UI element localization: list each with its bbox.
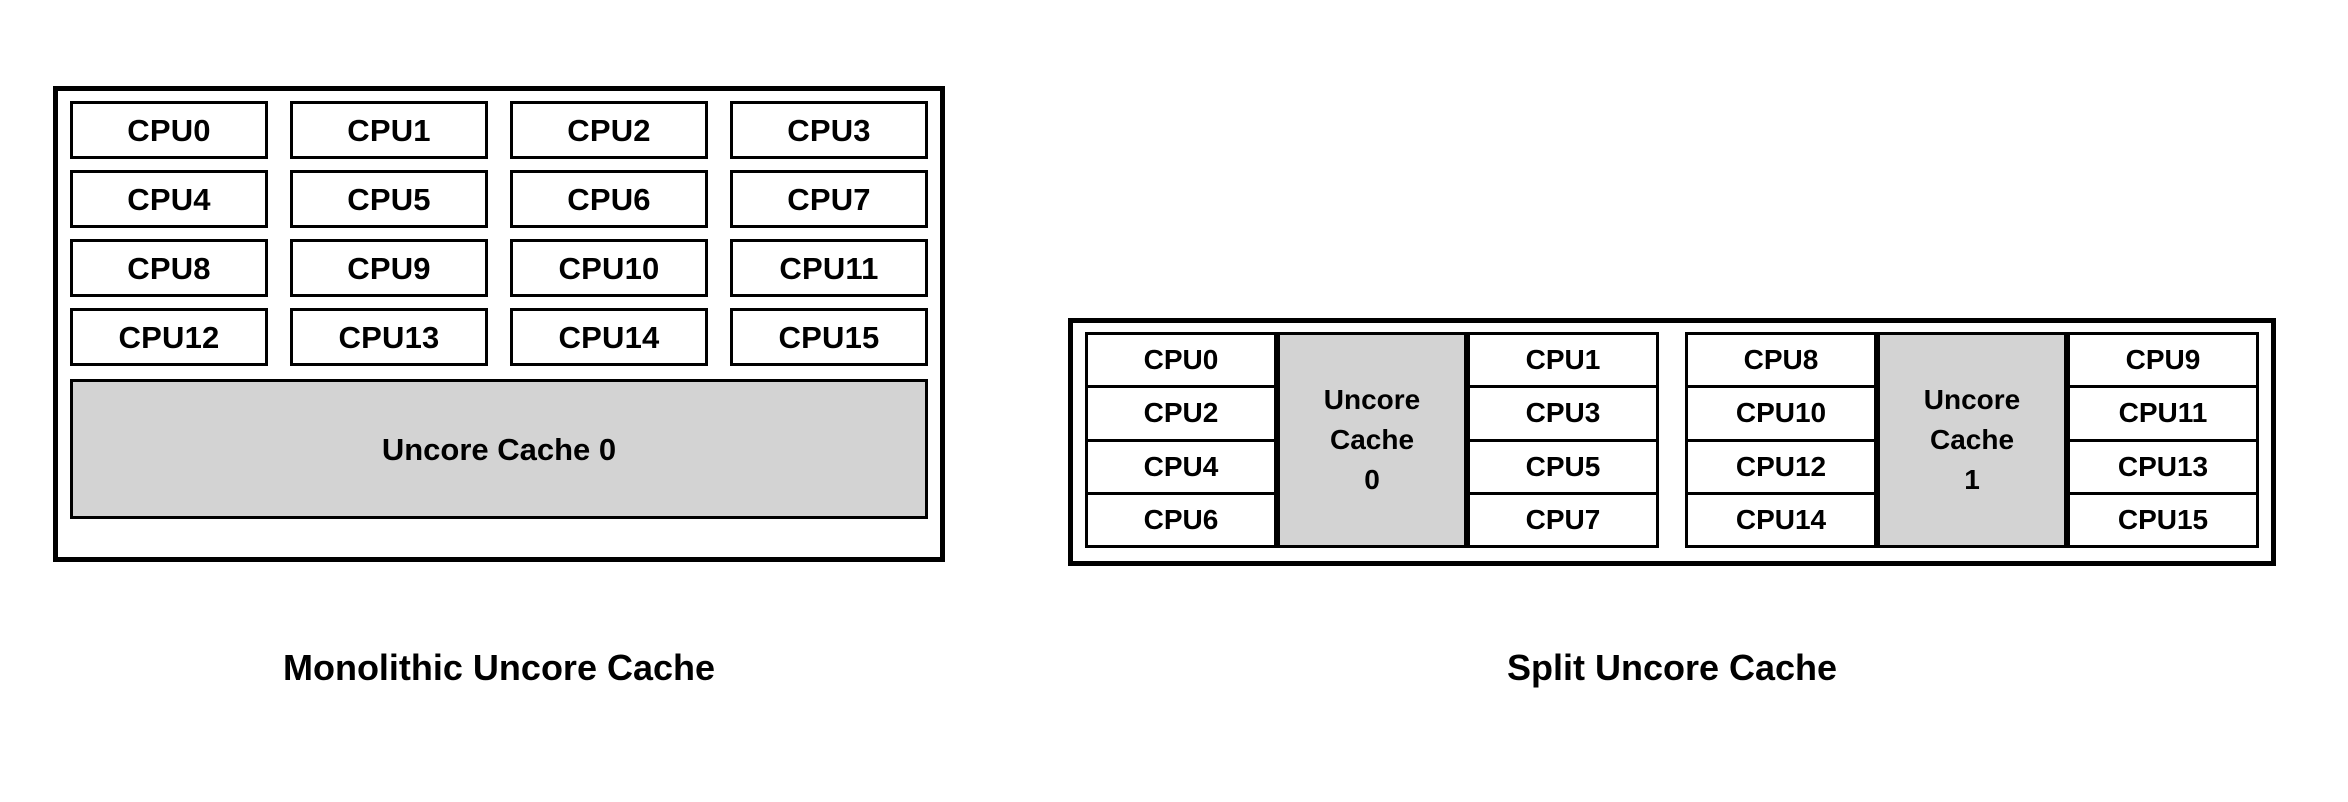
cluster-0-right-cpu-column: CPU1 CPU3 CPU5 CPU7 — [1467, 332, 1659, 548]
uncore-cache-label-line3: 0 — [1364, 463, 1380, 495]
cpu-box: CPU9 — [290, 239, 488, 297]
cluster-0-left-cpu-column: CPU0 CPU2 CPU4 CPU6 — [1085, 332, 1277, 548]
cpu-box: CPU11 — [2067, 385, 2259, 442]
uncore-cache-label-line2: Cache — [1329, 424, 1415, 456]
cpu-box: CPU10 — [1685, 385, 1877, 442]
cpu-box: CPU14 — [1685, 491, 1877, 548]
cpu-box: CPU2 — [510, 101, 708, 159]
cpu-box: CPU0 — [1085, 332, 1277, 389]
uncore-cache-block-1: Uncore Cache 1 — [1877, 332, 2067, 548]
monolithic-panel-inner: CPU0 CPU1 CPU2 CPU3 CPU4 CPU5 CPU6 CPU7 … — [70, 101, 928, 543]
cpu-box: CPU15 — [730, 308, 928, 366]
cluster-1: CPU8 CPU10 CPU12 CPU14 Uncore Cache 1 CP… — [1685, 332, 2259, 548]
uncore-cache-label-line1: Uncore — [1323, 384, 1421, 416]
uncore-cache-label-line3: 1 — [1964, 463, 1980, 495]
cluster-1-right-cpu-column: CPU9 CPU11 CPU13 CPU15 — [2067, 332, 2259, 548]
uncore-cache-label-line2: Cache — [1929, 424, 2015, 456]
cpu-box: CPU10 — [510, 239, 708, 297]
cpu-box: CPU11 — [730, 239, 928, 297]
cpu-box: CPU6 — [1085, 491, 1277, 548]
cpu-box: CPU6 — [510, 170, 708, 228]
split-uncore-cache-diagram: CPU0 CPU2 CPU4 CPU6 Uncore Cache 0 CPU1 … — [1068, 318, 2276, 566]
cpu-box: CPU5 — [290, 170, 488, 228]
cpu-box: CPU13 — [2067, 438, 2259, 495]
cpu-box: CPU4 — [70, 170, 268, 228]
uncore-cache-block: Uncore Cache 0 — [70, 379, 928, 519]
cpu-box: CPU13 — [290, 308, 488, 366]
cpu-box: CPU14 — [510, 308, 708, 366]
cpu-box: CPU8 — [70, 239, 268, 297]
cpu-box: CPU4 — [1085, 438, 1277, 495]
cpu-box: CPU2 — [1085, 385, 1277, 442]
cpu-box: CPU1 — [290, 101, 488, 159]
monolithic-cpu-grid: CPU0 CPU1 CPU2 CPU3 CPU4 CPU5 CPU6 CPU7 … — [70, 101, 928, 366]
split-caption: Split Uncore Cache — [1506, 647, 1838, 688]
cpu-box: CPU7 — [1467, 491, 1659, 548]
cpu-box: CPU8 — [1685, 332, 1877, 389]
uncore-cache-block-0: Uncore Cache 0 — [1277, 332, 1467, 548]
cpu-box: CPU9 — [2067, 332, 2259, 389]
monolithic-caption: Monolithic Uncore Cache — [282, 647, 716, 688]
uncore-cache-label-line1: Uncore — [1923, 384, 2021, 416]
cpu-box: CPU3 — [730, 101, 928, 159]
cpu-box: CPU12 — [70, 308, 268, 366]
cpu-box: CPU5 — [1467, 438, 1659, 495]
cpu-box: CPU0 — [70, 101, 268, 159]
cluster-1-left-cpu-column: CPU8 CPU10 CPU12 CPU14 — [1685, 332, 1877, 548]
cpu-box: CPU1 — [1467, 332, 1659, 389]
cpu-box: CPU15 — [2067, 491, 2259, 548]
cpu-box: CPU12 — [1685, 438, 1877, 495]
cpu-box: CPU3 — [1467, 385, 1659, 442]
cpu-box: CPU7 — [730, 170, 928, 228]
monolithic-uncore-cache-diagram: CPU0 CPU1 CPU2 CPU3 CPU4 CPU5 CPU6 CPU7 … — [53, 86, 945, 562]
cluster-0: CPU0 CPU2 CPU4 CPU6 Uncore Cache 0 CPU1 … — [1085, 332, 1659, 548]
split-panel-inner: CPU0 CPU2 CPU4 CPU6 Uncore Cache 0 CPU1 … — [1085, 332, 2259, 548]
